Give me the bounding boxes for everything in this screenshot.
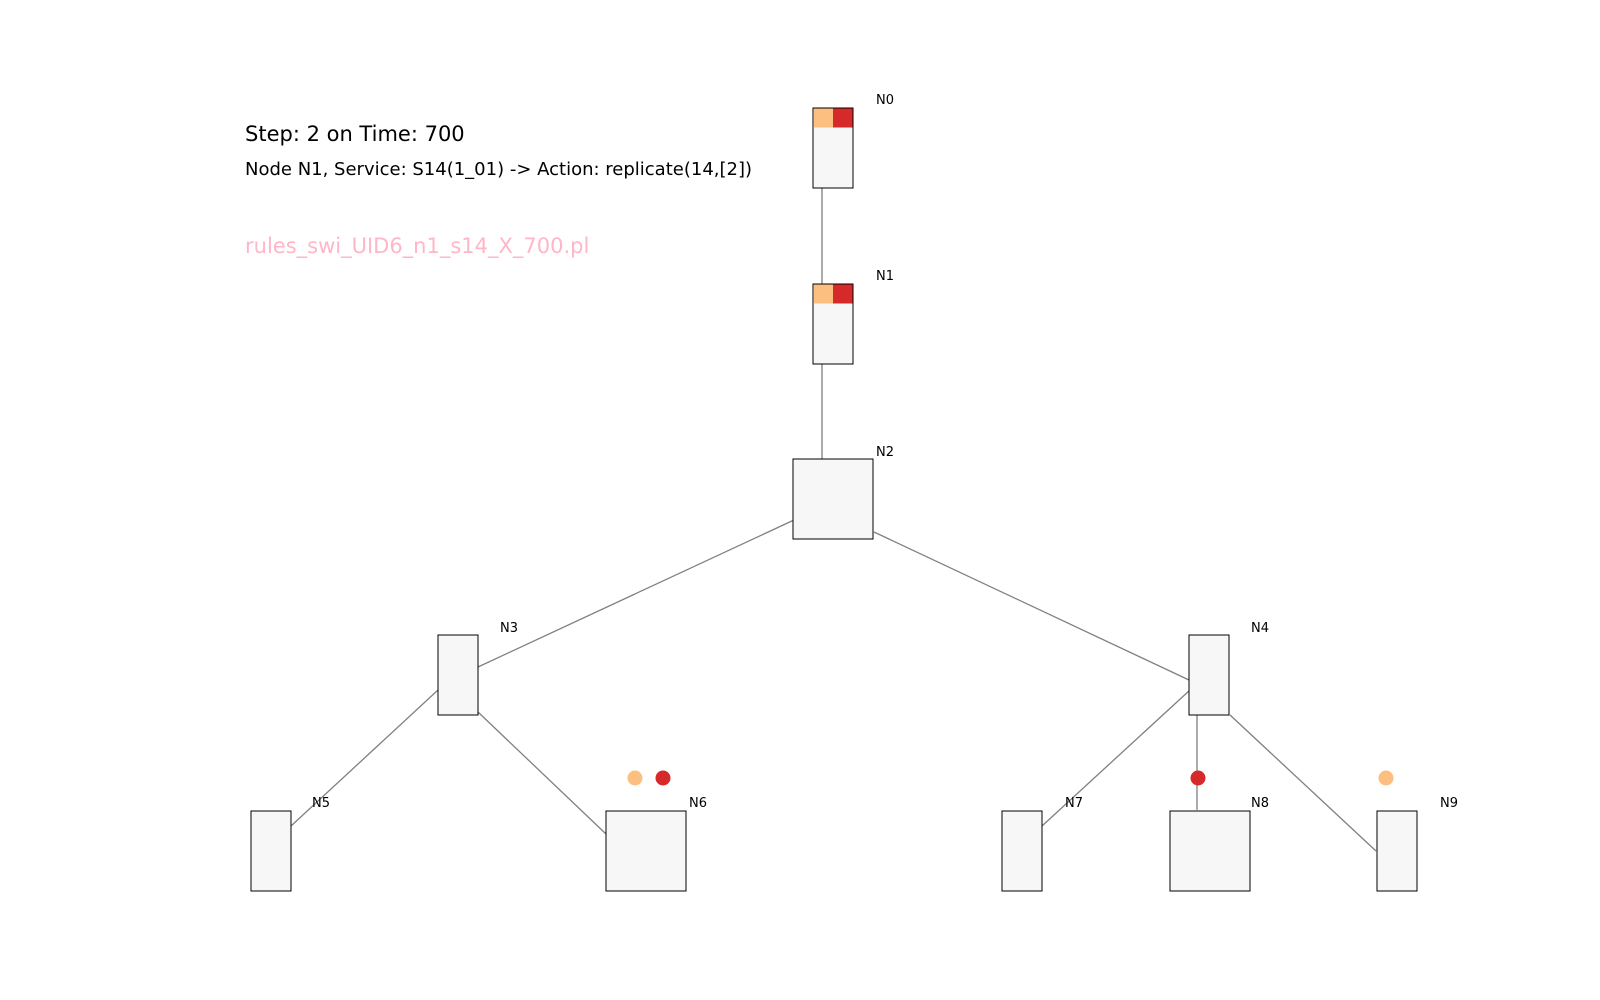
edge-n3-n6 — [477, 711, 607, 835]
node-label: N0 — [876, 93, 894, 108]
node-box — [250, 810, 292, 892]
node-N0: N0 — [812, 93, 894, 189]
node-label: N4 — [1251, 621, 1269, 636]
edge-n4-n7 — [1041, 689, 1191, 827]
node-label: N5 — [312, 796, 330, 811]
edge-n3-n5 — [290, 689, 439, 827]
node-N4: N4 — [1188, 621, 1269, 716]
node-box — [1188, 634, 1230, 716]
node-label: N6 — [689, 796, 707, 811]
node-box — [605, 810, 687, 892]
node-N8: N8 — [1169, 770, 1269, 892]
service-slot-red — [833, 108, 853, 128]
edge-n2-n3 — [477, 519, 795, 668]
node-box — [1376, 810, 1418, 892]
node-box — [1001, 810, 1043, 892]
step-time-title: Step: 2 on Time: 700 — [245, 122, 465, 146]
service-slot-orange — [814, 284, 833, 304]
node-N5: N5 — [250, 796, 330, 892]
node-N6: N6 — [605, 770, 707, 892]
node-box — [792, 458, 874, 540]
node-label: N7 — [1065, 796, 1083, 811]
edge-n4-n9 — [1229, 714, 1377, 852]
pending-service-red — [655, 770, 671, 786]
node-box — [437, 634, 479, 716]
service-slot-orange — [814, 108, 833, 128]
action-description: Node N1, Service: S14(1_01) -> Action: r… — [245, 159, 753, 180]
node-label: N3 — [500, 621, 518, 636]
node-label: N1 — [876, 269, 894, 284]
pending-service-orange — [1378, 770, 1394, 786]
rules-file-name: rules_swi_UID6_n1_s14_X_700.pl — [245, 234, 590, 258]
edge-n2-n4 — [873, 531, 1190, 681]
node-label: N9 — [1440, 796, 1458, 811]
service-slot-red — [833, 284, 853, 304]
node-N9: N9 — [1376, 770, 1458, 892]
node-N1: N1 — [812, 269, 894, 365]
edges-layer — [290, 187, 1377, 852]
pending-service-red — [1190, 770, 1206, 786]
node-label: N2 — [876, 445, 894, 460]
node-box — [1169, 810, 1251, 892]
node-label: N8 — [1251, 796, 1269, 811]
node-N3: N3 — [437, 621, 518, 716]
pending-service-orange — [627, 770, 643, 786]
node-N2: N2 — [792, 445, 894, 540]
node-N7: N7 — [1001, 796, 1083, 892]
